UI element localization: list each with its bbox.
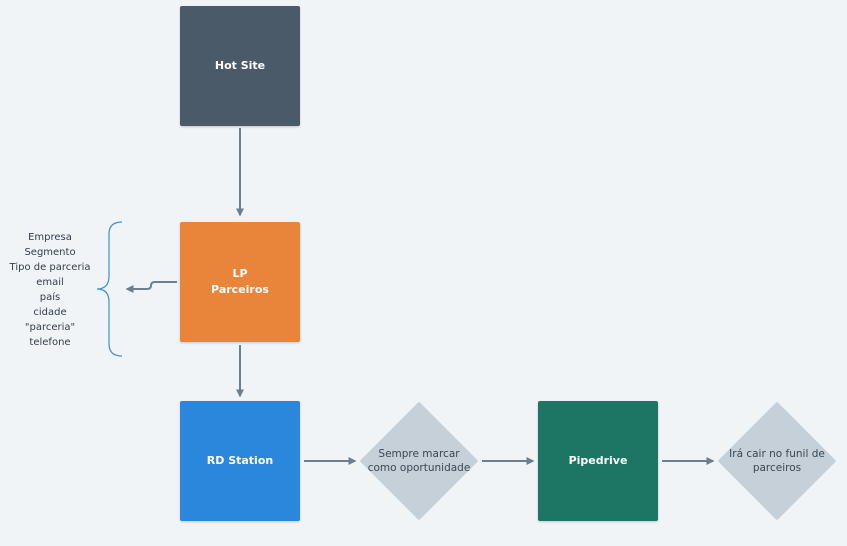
lp-parceiros-node[interactable]: LP Parceiros bbox=[180, 222, 300, 342]
field-parceria: "parceria" bbox=[24, 322, 76, 333]
field-cidade: cidade bbox=[33, 307, 67, 318]
rd-station-label: RD Station bbox=[206, 454, 274, 467]
lp-fields-list: Empresa Segmento Tipo de parceria email … bbox=[2, 230, 98, 350]
field-tipo-de-parceria: Tipo de parceria bbox=[9, 262, 91, 273]
pipedrive-node[interactable]: Pipedrive bbox=[538, 401, 658, 521]
field-pais: país bbox=[39, 292, 61, 303]
hot-site-label: Hot Site bbox=[214, 59, 266, 72]
hot-site-node[interactable]: Hot Site bbox=[180, 6, 300, 126]
funil-label-line-1: Irá cair no funil de bbox=[729, 448, 825, 460]
rd-station-node[interactable]: RD Station bbox=[180, 401, 300, 521]
field-empresa: Empresa bbox=[28, 232, 72, 243]
oportunidade-label-line-2: como oportunidade bbox=[367, 462, 471, 474]
field-telefone: telefone bbox=[29, 337, 71, 348]
oportunidade-decision[interactable]: Sempre marcar como oportunidade bbox=[359, 401, 479, 521]
arrow-lp-to-fields bbox=[125, 281, 177, 293]
fields-brace bbox=[96, 221, 123, 357]
field-segmento: Segmento bbox=[24, 247, 76, 258]
oportunidade-label-line-1: Sempre marcar bbox=[378, 448, 460, 460]
pipedrive-label: Pipedrive bbox=[568, 454, 628, 467]
funil-decision[interactable]: Irá cair no funil de parceiros bbox=[717, 401, 837, 521]
lp-label-line-1: LP bbox=[232, 267, 248, 280]
field-email: email bbox=[36, 277, 64, 288]
lp-label-line-2: Parceiros bbox=[211, 283, 269, 296]
funil-label-line-2: parceiros bbox=[752, 462, 802, 474]
